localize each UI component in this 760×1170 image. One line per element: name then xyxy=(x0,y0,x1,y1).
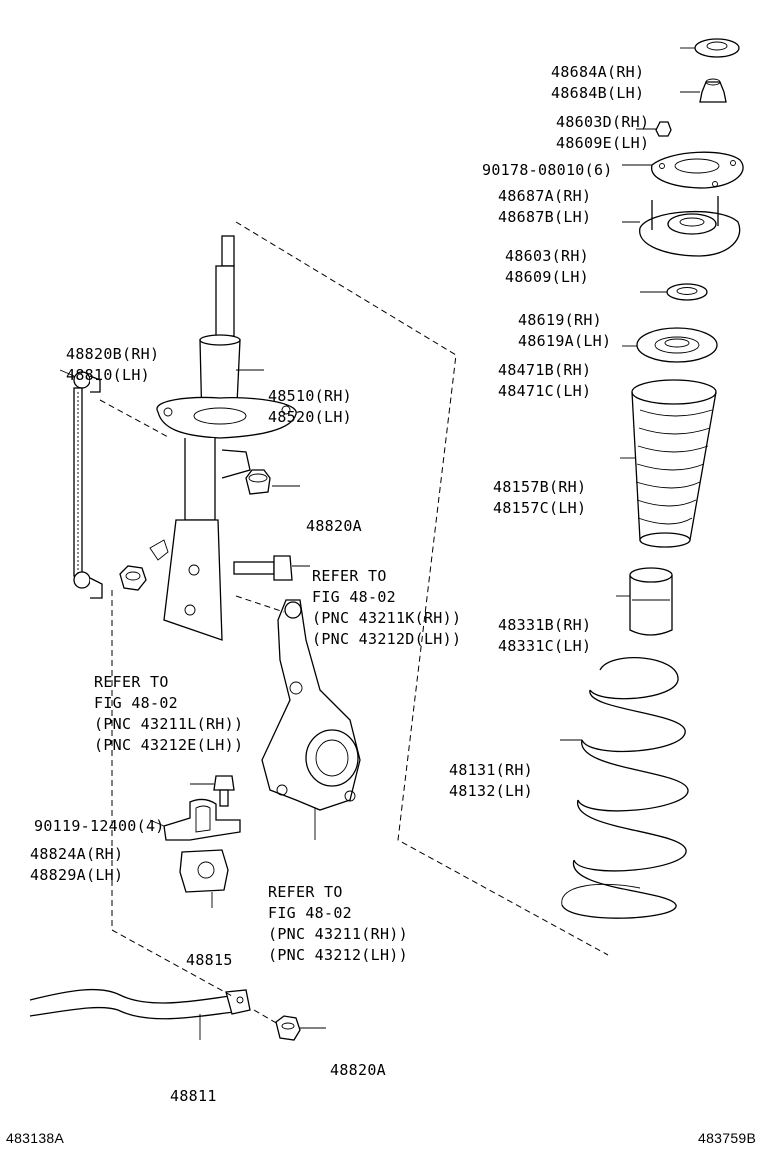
diagram-artwork xyxy=(29,38,744,1041)
bar-nut-part xyxy=(275,1015,326,1041)
assembly-line-bar-nut xyxy=(253,1009,279,1025)
bump-stop-part xyxy=(616,567,673,636)
label-spring-seat: 48471B(RH)48471C(LH) xyxy=(498,361,592,400)
label-link-nut: 48820A xyxy=(306,517,362,535)
assembly-line-right xyxy=(235,221,609,956)
label-bracket-bolt: 90119-12400(4) xyxy=(34,817,165,835)
reference-code-left: 483138A xyxy=(6,1130,65,1146)
label-bearing: 48619(RH)48619A(LH) xyxy=(518,311,612,350)
spring-seat-part xyxy=(622,327,718,363)
label-strut-support: 48603(RH)48609(LH) xyxy=(505,247,589,286)
stabilizer-link-part xyxy=(59,369,103,599)
label-upper-mount: 48684A(RH)48684B(LH) xyxy=(551,63,645,102)
label-insulator: 48687A(RH)48687B(LH) xyxy=(498,187,592,226)
steering-knuckle-part xyxy=(261,599,361,840)
top-nut-part xyxy=(636,121,672,137)
label-bar-nut: 48820A xyxy=(330,1061,386,1079)
reference-code-right: 483759B xyxy=(698,1130,757,1146)
label-stabilizer-link: 48820B(RH)48810(LH) xyxy=(66,345,160,384)
assembly-line-knuckle xyxy=(235,595,285,613)
strut-bolt-part xyxy=(233,555,310,581)
label-coil-spring: 48131(RH)48132(LH) xyxy=(449,761,533,800)
coil-spring-part xyxy=(560,657,689,919)
dust-boot-part xyxy=(620,379,717,548)
assembly-line-link-bottom xyxy=(111,590,233,997)
stabilizer-bushing-part xyxy=(179,849,229,908)
parts-diagram: 48684A(RH)48684B(LH) 48603D(RH)48609E(LH… xyxy=(6,38,756,1146)
stabilizer-bar-part xyxy=(29,988,251,1040)
insulator-part xyxy=(622,151,744,189)
assembly-line-link-top xyxy=(99,399,171,439)
label-dust-boot: 48157B(RH)48157C(LH) xyxy=(493,478,587,517)
label-stabilizer-bushing: 48815 xyxy=(186,951,233,969)
label-top-nut: 90178-08010(6) xyxy=(482,161,613,179)
strut-support-part xyxy=(622,196,741,257)
stabilizer-bracket-part xyxy=(149,798,241,841)
bracket-bolt-part xyxy=(190,775,235,807)
label-stabilizer-bar: 48811 xyxy=(170,1087,217,1105)
upper-mount-part xyxy=(680,38,740,58)
label-shock-absorber: 48510(RH)48520(LH) xyxy=(268,387,352,426)
bearing-bush-part xyxy=(680,78,727,103)
label-stabilizer-bracket: 48824A(RH)48829A(LH) xyxy=(30,845,124,884)
bearing-part xyxy=(640,283,708,301)
strut-nut-part xyxy=(119,565,147,591)
shock-absorber-part xyxy=(149,235,297,641)
label-bump-stop: 48331B(RH)48331C(LH) xyxy=(498,616,592,655)
label-bearing-bush: 48603D(RH)48609E(LH) xyxy=(556,113,650,152)
link-nut-part xyxy=(245,469,300,495)
